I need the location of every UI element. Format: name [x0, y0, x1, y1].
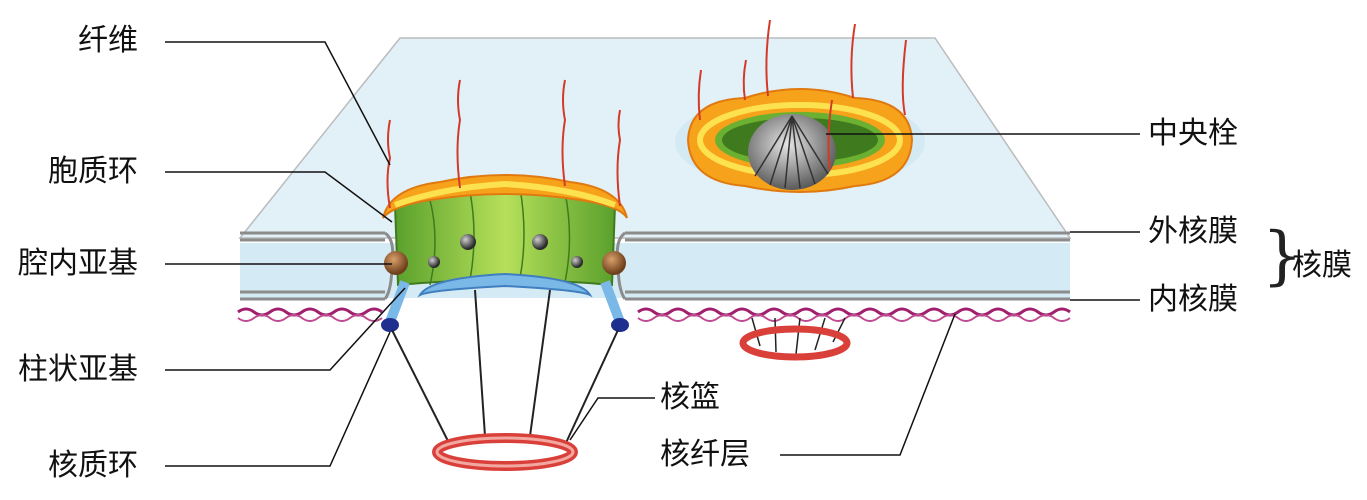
label-nuclear-basket: 核篮 [660, 380, 720, 415]
label-nuclear-envelope: 核膜 [1292, 248, 1352, 283]
nuclear-basket-top-view [739, 317, 851, 361]
label-outer-membrane: 外核膜 [1148, 214, 1238, 249]
label-column-subunit: 柱状亚基 [18, 352, 138, 387]
cytoplasmic-fibers [386, 79, 622, 209]
nuclear-lamina-line-2 [237, 314, 1071, 322]
label-cytoplasmic-ring: 胞质环 [48, 154, 138, 189]
pore-complex-cutaway [381, 174, 629, 332]
leader-lines [165, 41, 1140, 467]
label-central-plug: 中央栓 [1148, 116, 1238, 151]
inner-membrane-sheet [240, 243, 1070, 301]
label-nuclear-ring: 核质环 [48, 448, 138, 483]
label-inner-membrane: 内核膜 [1148, 282, 1238, 317]
outer-membrane-sheet [238, 37, 1072, 242]
pore-top-view [675, 19, 925, 193]
central-plug-shape [748, 114, 836, 190]
label-fiber: 纤维 [78, 23, 138, 58]
label-nuclear-lamina: 核纤层 [660, 437, 750, 472]
label-luminal-subunit: 腔内亚基 [18, 246, 138, 281]
brace-symbol: } [1262, 219, 1303, 293]
nuclear-basket [391, 289, 619, 471]
nuclear-lamina-line [237, 307, 1071, 317]
